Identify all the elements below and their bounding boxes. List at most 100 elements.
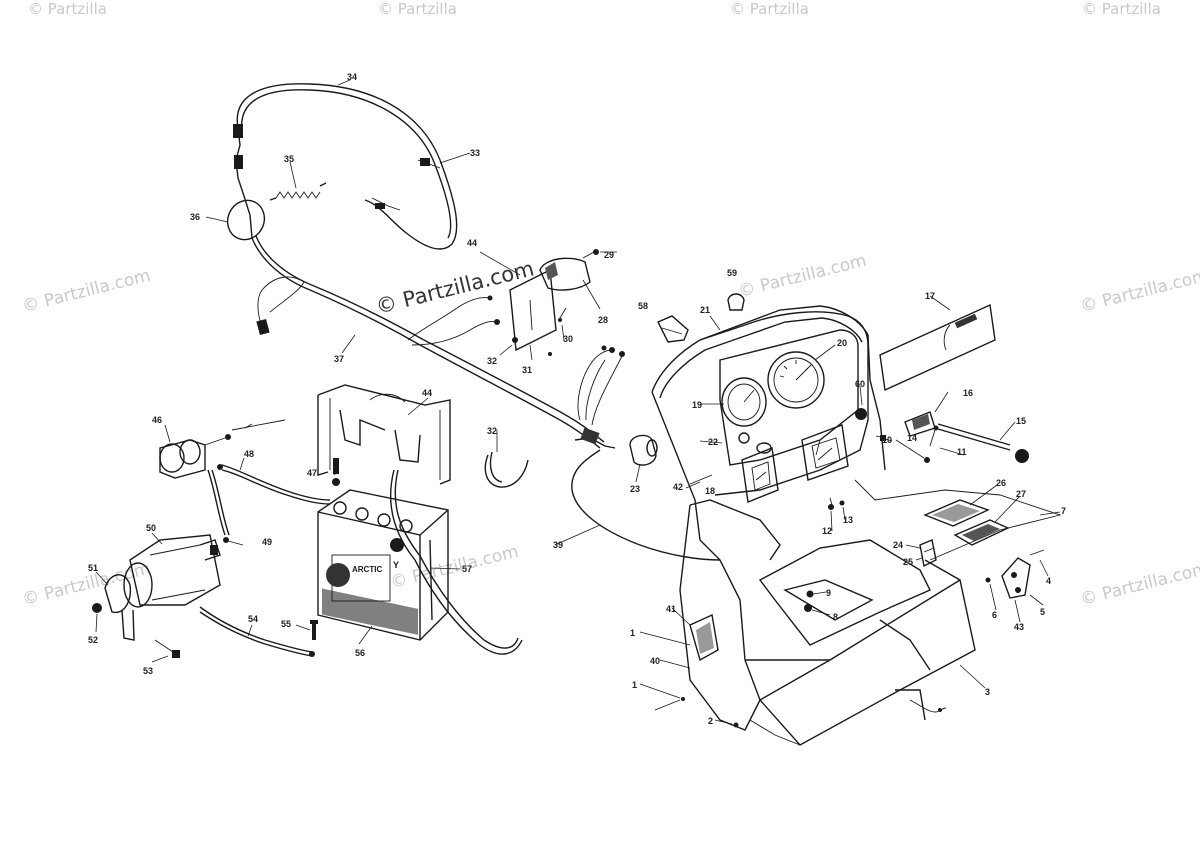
label-1: 1 — [630, 628, 635, 638]
label-19: 18 — [705, 486, 715, 496]
cable-39 — [571, 449, 721, 561]
label-14: 13 — [843, 515, 853, 525]
label-18: 17 — [925, 291, 935, 301]
label-36: 35 — [284, 154, 294, 164]
plug-60 — [855, 408, 867, 420]
label-41: 41 — [666, 604, 676, 614]
label-48: 48 — [244, 449, 254, 459]
watermark-corner-tr: © Partzilla — [1082, 0, 1161, 18]
watermark-corner-tl: © Partzilla — [28, 0, 107, 18]
gauge-21 — [767, 351, 825, 409]
nut-7 — [985, 577, 991, 583]
bolt-55 — [310, 620, 318, 640]
terminal-32 — [548, 352, 552, 356]
label-26: 25 — [903, 557, 913, 567]
cable-48 — [217, 464, 331, 505]
label-8: 7 — [1061, 506, 1066, 516]
watermark-center-low: © Partzilla.com — [388, 542, 520, 593]
label-52: 52 — [88, 635, 98, 645]
label-57: 57 — [462, 564, 472, 574]
gauge-19 — [741, 447, 779, 503]
label-37: 36 — [190, 212, 200, 222]
bolt-42 — [689, 474, 713, 485]
bolt-47 — [332, 458, 340, 486]
starter-motor-50 — [123, 534, 221, 608]
label-50: 50 — [146, 523, 156, 533]
screw-31 — [558, 307, 567, 322]
label-27: 26 — [996, 478, 1006, 488]
label-25: 24 — [893, 540, 903, 550]
nut-52 — [92, 603, 102, 613]
wire-32b — [484, 451, 529, 488]
label-39: 39 — [553, 540, 563, 550]
label-7: 6 — [992, 610, 997, 620]
bracket-32 — [509, 268, 557, 352]
label-46: 46 — [152, 415, 162, 425]
wire-46b — [231, 419, 286, 431]
gauge-center — [801, 424, 849, 481]
hinge-43 — [1001, 557, 1031, 599]
battery-bracket-44 — [317, 384, 451, 485]
nut-3 — [733, 722, 739, 728]
label-3: 2 — [708, 716, 713, 726]
label-31: 30 — [563, 334, 573, 344]
fastener-10-9 — [804, 590, 814, 612]
decal-18 — [879, 303, 996, 392]
spring-36 — [269, 182, 327, 201]
watermark-right-mid: © Partzilla.com — [1078, 266, 1200, 317]
screws-13-14 — [828, 497, 845, 510]
latch-25-26 — [919, 539, 937, 568]
cable-16 — [937, 423, 1029, 463]
label-47: 47 — [307, 468, 317, 478]
watermark-right-low: © Partzilla.com — [1078, 559, 1200, 610]
nut-11 — [924, 457, 930, 463]
label-29: 28 — [598, 315, 608, 325]
label-9: 8 — [833, 612, 838, 622]
dash-panel-22 — [699, 311, 869, 496]
label-38: 37 — [334, 354, 344, 364]
wire-34 — [417, 158, 441, 169]
label-60: 60 — [855, 379, 865, 389]
nut-33 — [512, 337, 518, 343]
watermark-corner-t3: © Partzilla — [730, 0, 809, 18]
label-42: 42 — [673, 482, 683, 492]
label-30: 29 — [604, 250, 614, 260]
cable-54 — [199, 606, 315, 657]
solenoid-46 — [159, 434, 231, 479]
leader-lines — [95, 79, 1061, 725]
fuse-15 — [880, 435, 893, 442]
label-53: 53 — [143, 666, 153, 676]
switch-23 — [738, 432, 772, 454]
label-54: 54 — [248, 614, 258, 624]
label-59: 59 — [727, 268, 737, 278]
label-15: 14 — [907, 433, 917, 443]
label-2: 1 — [632, 680, 637, 690]
decal-28 — [953, 519, 1010, 546]
switch-24 — [629, 434, 658, 466]
label-34: 33 — [470, 148, 480, 158]
end-plate-51 — [104, 574, 135, 641]
label-11: 10 — [882, 435, 892, 445]
label-17: 16 — [963, 388, 973, 398]
connector-58 — [657, 315, 689, 343]
label-5: 4 — [1046, 576, 1051, 586]
label-45: 44 — [467, 238, 477, 248]
label-35: 34 — [347, 72, 357, 82]
label-58: 58 — [638, 301, 648, 311]
watermarks: © Partzilla © Partzilla © Partzilla © Pa… — [20, 0, 1200, 610]
bolt-2 — [654, 697, 685, 711]
wiring-harness-35 — [233, 83, 458, 250]
bolt-12 — [929, 425, 939, 447]
label-13: 12 — [822, 526, 832, 536]
label-21: 20 — [837, 338, 847, 348]
decal-27 — [923, 499, 990, 527]
label-51: 51 — [88, 563, 98, 573]
battery-model-text: Y — [393, 560, 399, 570]
label-28: 27 — [1016, 489, 1026, 499]
label-6: 5 — [1040, 607, 1045, 617]
label-22: 21 — [700, 305, 710, 315]
label-55: 55 — [281, 619, 291, 629]
label-12: 11 — [957, 447, 967, 457]
watermark-left-low: © Partzilla.com — [20, 559, 152, 610]
